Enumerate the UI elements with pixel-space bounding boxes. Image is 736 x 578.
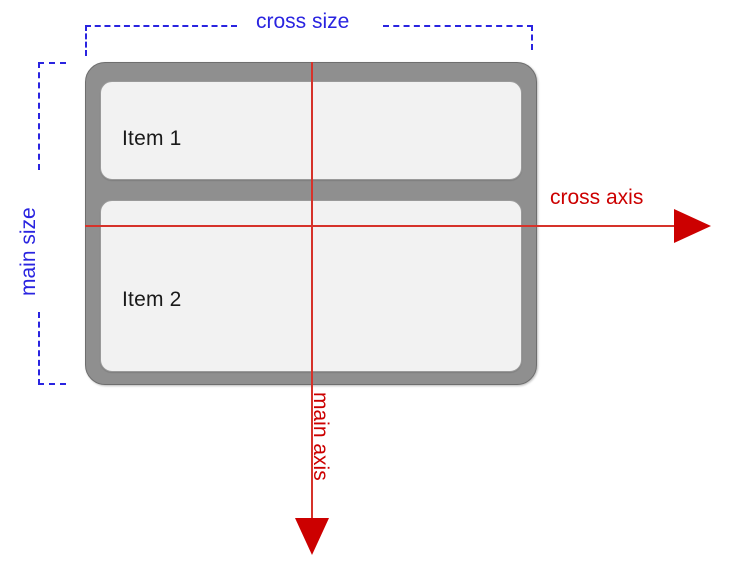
arrow-down-icon (295, 518, 329, 555)
cross-size-bracket-left-rule (85, 25, 237, 27)
main-size-bracket-bottom-tick (38, 383, 66, 385)
main-size-bracket-top-rule (38, 62, 40, 170)
cross-size-bracket-right-tick (531, 25, 533, 50)
flex-item-1-label: Item 1 (122, 126, 182, 150)
main-size-bracket-top-tick (38, 62, 66, 64)
main-axis-label: main axis (309, 392, 332, 481)
cross-axis-line (85, 225, 690, 227)
cross-size-label: cross size (256, 10, 350, 33)
cross-axis-label: cross axis (550, 186, 644, 209)
main-size-bracket-bottom-rule (38, 312, 40, 385)
cross-size-bracket-left-tick (85, 25, 87, 56)
flex-item-2-label: Item 2 (122, 288, 182, 312)
main-axis-line (311, 62, 313, 523)
cross-size-bracket-right-rule (383, 25, 533, 27)
main-size-label: main size (17, 207, 40, 296)
arrow-right-icon (674, 209, 711, 243)
